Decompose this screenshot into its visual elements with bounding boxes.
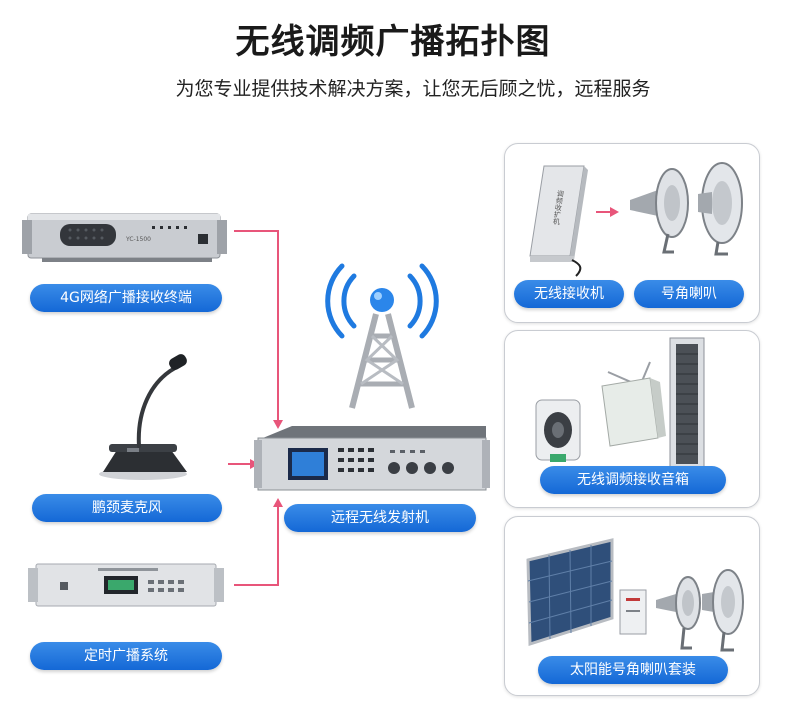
connector-line [277,506,279,586]
timed-broadcast-device-image [28,563,224,607]
horn-speaker-label: 号角喇叭 [634,280,744,308]
solar-horn-kit-label: 太阳能号角喇叭套装 [538,656,728,684]
wireless-receiver-device-image: 调频收扩机 [529,165,588,277]
page-title: 无线调频广播拓扑图 [235,22,551,62]
fm-receiver-speakers-image [535,337,705,471]
connector-line [277,230,279,422]
4g-terminal-label: 4G网络广播接收终端 [30,284,222,312]
4g-terminal-device-image: YC-1500 [22,213,227,262]
timed-broadcast-label: 定时广播系统 [30,642,222,670]
connector-arrow [273,498,283,507]
horn-speaker-pair-image [630,162,743,256]
remote-transmitter-device-image [254,426,490,491]
wireless-receiver-label: 无线接收机 [514,280,624,308]
fm-receiver-speaker-label: 无线调频接收音箱 [540,466,726,494]
arrow-right-icon [596,207,619,217]
page-subtitle: 为您专业提供技术解决方案，让您无后顾之忧，远程服务 [175,78,651,100]
connector-arrow [273,420,283,429]
connector-line [234,584,278,586]
solar-horn-kit-image [526,538,744,652]
terminal-panel-text: YC-1500 [125,236,151,243]
gooseneck-microphone-label: 鹏颈麦克风 [32,494,222,522]
gooseneck-microphone-image [99,354,187,480]
signal-tower-icon [325,263,439,409]
connector-line [234,230,278,232]
connector-line [228,463,252,465]
remote-transmitter-label: 远程无线发射机 [284,504,476,532]
